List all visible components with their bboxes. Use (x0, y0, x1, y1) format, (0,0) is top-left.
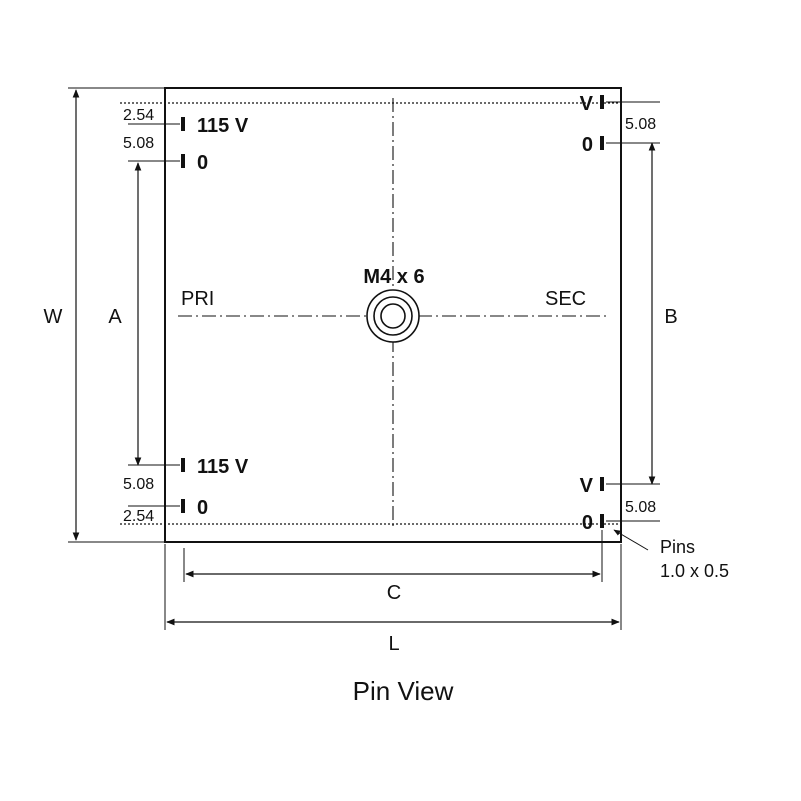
a-dimension-label: A (108, 306, 122, 328)
pri-pin4-label: 0 (197, 497, 208, 519)
pri-pin3-label: 115 V (197, 456, 249, 478)
sec-pin2-mark (600, 136, 604, 150)
primary-label: PRI (181, 288, 214, 310)
m4-stud-symbol (366, 289, 420, 343)
pri-top-pitch-value: 5.08 (123, 135, 154, 152)
pri-pin4-mark (181, 499, 185, 513)
sec-pin3-label: V (580, 475, 594, 497)
sec-bottom-pitch-value: 5.08 (625, 499, 656, 516)
sec-pin1-label: V (580, 93, 594, 115)
c-dimension-label: C (387, 582, 401, 604)
pri-pin1-mark (181, 117, 185, 131)
pin-note-line2: 1.0 x 0.5 (660, 561, 729, 581)
pri-pin1-label: 115 V (197, 115, 249, 137)
transformer-body-outline (164, 87, 622, 543)
sec-pin4-mark (600, 514, 604, 528)
pin-note-leader (613, 529, 649, 551)
l-dimension-label: L (388, 633, 399, 655)
pri-pin3-mark (181, 458, 185, 472)
w-dimension-label: W (44, 306, 63, 328)
pin-note-line1: Pins (660, 537, 695, 557)
drawing-title: Pin View (353, 676, 454, 706)
secondary-label: SEC (545, 288, 586, 310)
pri-top-offset-value: 2.54 (123, 107, 154, 124)
pri-pin2-mark (181, 154, 185, 168)
sec-pin4-label: 0 (582, 512, 593, 534)
pri-bottom-pitch-value: 5.08 (123, 476, 154, 493)
sec-top-pitch-value: 5.08 (625, 116, 656, 133)
sec-pin1-mark (600, 95, 604, 109)
pri-pin2-label: 0 (197, 152, 208, 174)
stud-label: M4 x 6 (363, 266, 424, 288)
pri-bottom-offset-value: 2.54 (123, 508, 154, 525)
sec-pin2-label: 0 (582, 134, 593, 156)
sec-pin3-mark (600, 477, 604, 491)
b-dimension-label: B (664, 306, 677, 328)
